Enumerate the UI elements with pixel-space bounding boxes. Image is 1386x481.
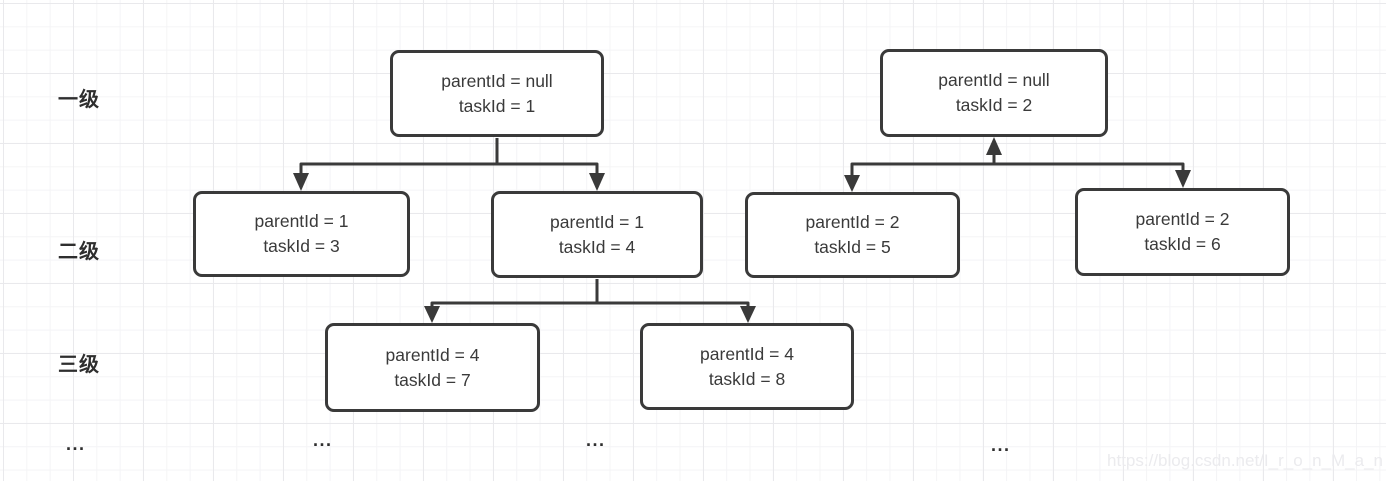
node-text-line: parentId = null xyxy=(938,70,1050,90)
node-text-line: parentId = 4 xyxy=(385,344,480,365)
node-task-2: parentId = null taskId = 2 xyxy=(880,49,1108,137)
node-task-1: parentId = null taskId = 1 xyxy=(390,50,604,137)
node-text-line: taskId = 4 xyxy=(558,236,636,257)
ellipsis-marker: ... xyxy=(991,435,1011,455)
ellipsis-marker: ... xyxy=(66,434,86,454)
node-task-4: parentId = 1 taskId = 4 xyxy=(491,191,703,278)
node-task-3: parentId = 1 taskId = 3 xyxy=(193,191,410,277)
node-text-line: taskId = 5 xyxy=(814,237,891,257)
node-text-line: parentId = 2 xyxy=(805,212,900,232)
node-text-line: parentId = 2 xyxy=(1135,209,1230,229)
arrowhead-into-task4 xyxy=(589,173,605,191)
node-text-line: parentId = null xyxy=(441,70,553,91)
connector-task2-group xyxy=(850,154,1185,176)
ellipsis-marker: ... xyxy=(313,430,333,450)
arrowhead-into-task3 xyxy=(293,173,309,191)
node-text-line: taskId = 2 xyxy=(955,95,1033,115)
arrowhead-up-into-task2 xyxy=(986,137,1002,155)
arrowhead-into-task8 xyxy=(740,306,756,323)
arrowhead-into-task6 xyxy=(1175,170,1191,188)
watermark-url: https://blog.csdn.net/I_r_o_n_M_a_n xyxy=(1107,451,1383,470)
node-task-6: parentId = 2 taskId = 6 xyxy=(1075,188,1290,276)
node-text-line: parentId = 1 xyxy=(550,211,644,232)
node-task-5: parentId = 2 taskId = 5 xyxy=(745,192,960,278)
node-text-line: parentId = 4 xyxy=(700,343,794,364)
node-text-line: taskId = 7 xyxy=(394,369,471,390)
arrowhead-into-task7 xyxy=(424,306,440,323)
node-text-line: parentId = 1 xyxy=(254,211,349,231)
connector-task1-to-children xyxy=(299,138,599,174)
node-task-8: parentId = 4 taskId = 8 xyxy=(640,323,854,410)
connector-task4-to-children xyxy=(430,279,750,306)
arrowhead-into-task5 xyxy=(844,175,860,192)
node-text-line: taskId = 6 xyxy=(1144,234,1221,254)
row-label-level-2: 二级 xyxy=(58,241,100,263)
row-label-level-1: 一级 xyxy=(58,89,100,111)
node-text-line: taskId = 3 xyxy=(263,236,340,256)
node-text-line: taskId = 8 xyxy=(708,368,786,389)
node-text-line: taskId = 1 xyxy=(458,95,536,116)
node-task-7: parentId = 4 taskId = 7 xyxy=(325,323,540,412)
ellipsis-marker: ... xyxy=(586,430,606,450)
row-label-level-3: 三级 xyxy=(58,354,100,376)
